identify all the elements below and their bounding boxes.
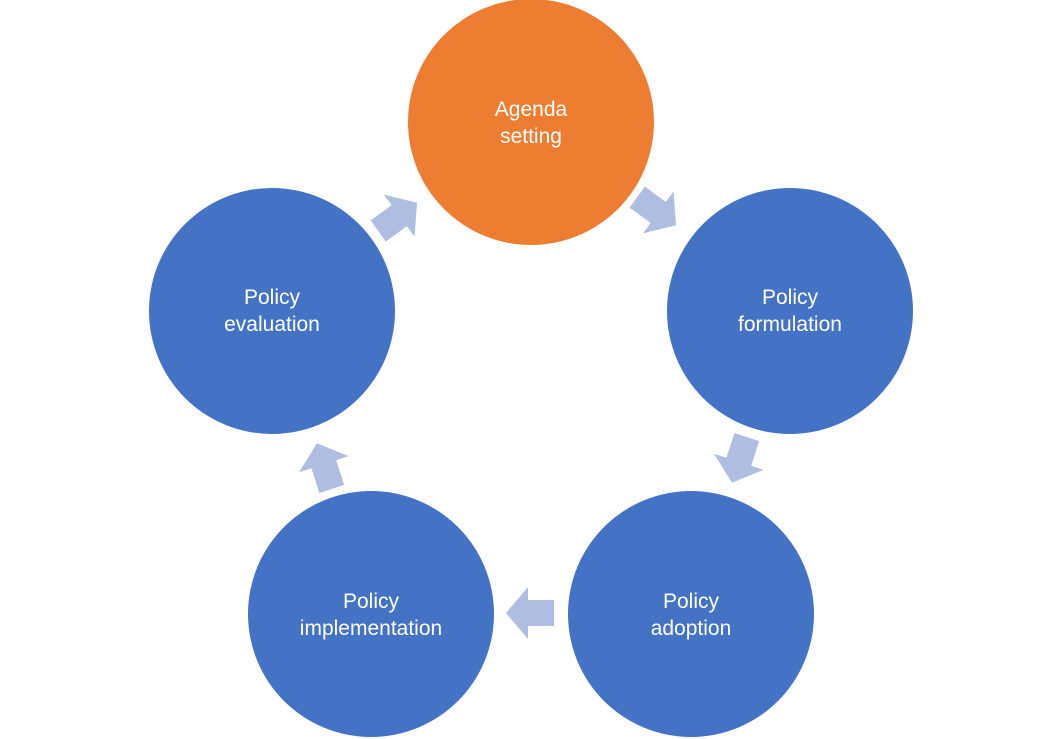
- stage-label-line1: Policy: [244, 286, 301, 309]
- arrow-adoption-to-implementation: [506, 587, 554, 639]
- stage-policy-adoption: Policy adoption: [568, 491, 814, 737]
- stage-policy-implementation: Policy implementation: [248, 491, 494, 737]
- stage-circle: [568, 491, 814, 737]
- flow-arrow-shape: [370, 194, 418, 242]
- stage-label-line1: Agenda: [495, 98, 568, 121]
- flow-arrow-shape: [714, 433, 764, 483]
- stage-policy-formulation: Policy formulation: [667, 188, 913, 434]
- stage-label-line1: Policy: [343, 590, 400, 613]
- stage-label-line1: Policy: [663, 590, 720, 613]
- flow-arrow-shape: [299, 443, 349, 493]
- stage-circle: [149, 188, 395, 434]
- stage-label-line2: implementation: [300, 617, 442, 640]
- stage-label-line2: formulation: [738, 313, 842, 336]
- stage-circle: [248, 491, 494, 737]
- arrow-formulation-to-adoption: [714, 433, 764, 483]
- stage-circle: [408, 0, 654, 245]
- stage-circle: [667, 188, 913, 434]
- stage-label-line2: evaluation: [224, 313, 320, 336]
- flow-arrow-shape: [629, 186, 677, 234]
- stage-label-line2: setting: [500, 125, 562, 148]
- arrow-evaluation-to-agenda: [370, 194, 418, 242]
- stage-agenda-setting: Agenda setting: [408, 0, 654, 245]
- flow-arrow-shape: [506, 587, 554, 639]
- stage-policy-evaluation: Policy evaluation: [149, 188, 395, 434]
- stage-label-line2: adoption: [651, 617, 732, 640]
- stage-label-line1: Policy: [762, 286, 819, 309]
- arrow-implementation-to-evaluation: [299, 443, 349, 493]
- arrow-agenda-to-formulation: [629, 186, 677, 234]
